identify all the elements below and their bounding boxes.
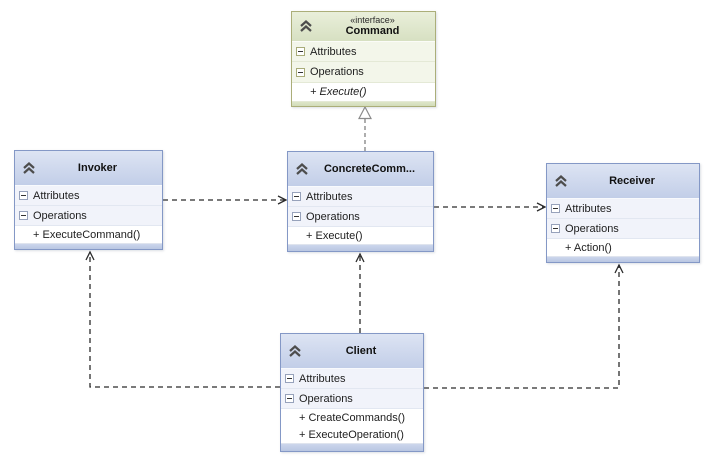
attributes-label: Attributes <box>310 45 357 58</box>
stereotype-label: «interface» <box>350 15 395 25</box>
class-header-receiver[interactable]: Receiver <box>547 164 699 199</box>
class-title: Invoker <box>77 161 118 174</box>
collapse-double-chevron-icon[interactable] <box>20 160 38 176</box>
operations-label: Operations <box>33 209 87 222</box>
realization-arrow-concretecommand-to-command[interactable] <box>358 105 372 151</box>
box-footer-strip <box>288 244 433 251</box>
attributes-compartment[interactable]: Attributes <box>292 42 435 62</box>
class-box-client[interactable]: Client Attributes Operations + CreateCom… <box>280 333 424 452</box>
operation-item[interactable]: + Execute() <box>292 83 435 101</box>
box-footer-strip <box>15 243 162 249</box>
class-header-concrete-command[interactable]: ConcreteComm... <box>288 152 433 187</box>
minus-box-icon[interactable] <box>296 47 305 56</box>
attributes-label: Attributes <box>299 372 346 385</box>
attributes-compartment[interactable]: Attributes <box>547 199 699 219</box>
minus-box-icon[interactable] <box>292 212 301 221</box>
operation-item[interactable]: + ExecuteOperation() <box>281 426 423 443</box>
class-title: ConcreteComm... <box>323 162 416 175</box>
class-box-receiver[interactable]: Receiver Attributes Operations + Action(… <box>546 163 700 263</box>
operations-label: Operations <box>310 66 364 78</box>
operation-item[interactable]: + CreateCommands() <box>281 409 423 426</box>
minus-box-icon[interactable] <box>551 204 560 213</box>
class-box-concrete-command[interactable]: ConcreteComm... Attributes Operations + … <box>287 151 434 252</box>
operations-compartment[interactable]: Operations <box>547 219 699 239</box>
attributes-label: Attributes <box>306 190 353 203</box>
minus-box-icon[interactable] <box>285 374 294 383</box>
box-footer-strip <box>292 101 435 106</box>
class-header-invoker[interactable]: Invoker <box>15 151 162 186</box>
class-title: Client <box>345 344 377 357</box>
collapse-double-chevron-icon[interactable] <box>297 19 315 35</box>
attributes-compartment[interactable]: Attributes <box>288 187 433 207</box>
box-footer-strip <box>547 256 699 262</box>
operations-label: Operations <box>565 222 619 235</box>
operation-item[interactable]: + ExecuteCommand() <box>15 226 162 243</box>
dependency-arrow-client-to-concretecommand[interactable] <box>355 252 365 333</box>
dependency-arrow-client-to-receiver[interactable] <box>424 263 624 389</box>
minus-box-icon[interactable] <box>19 211 28 220</box>
operations-compartment[interactable]: Operations <box>281 389 423 409</box>
attributes-compartment[interactable]: Attributes <box>15 186 162 206</box>
collapse-double-chevron-icon[interactable] <box>286 343 304 359</box>
operations-compartment[interactable]: Operations <box>292 62 435 83</box>
operations-compartment[interactable]: Operations <box>15 206 162 226</box>
class-box-command[interactable]: «interface» Command Attributes Operation… <box>291 11 436 107</box>
minus-box-icon[interactable] <box>296 67 305 77</box>
attributes-compartment[interactable]: Attributes <box>281 369 423 389</box>
operations-compartment[interactable]: Operations <box>288 207 433 227</box>
operations-label: Operations <box>306 210 360 223</box>
class-header-client[interactable]: Client <box>281 334 423 369</box>
dependency-arrow-client-to-invoker[interactable] <box>85 250 280 388</box>
class-box-invoker[interactable]: Invoker Attributes Operations + ExecuteC… <box>14 150 163 250</box>
minus-box-icon[interactable] <box>551 224 560 233</box>
box-footer-strip <box>281 443 423 451</box>
operation-item[interactable]: + Action() <box>547 239 699 256</box>
attributes-label: Attributes <box>565 202 612 215</box>
minus-box-icon[interactable] <box>292 192 301 201</box>
minus-box-icon[interactable] <box>19 191 28 200</box>
dependency-arrow-invoker-to-concretecommand[interactable] <box>163 195 288 205</box>
operations-label: Operations <box>299 392 353 405</box>
minus-box-icon[interactable] <box>285 394 294 403</box>
class-header-command[interactable]: «interface» Command <box>292 12 435 42</box>
class-title: Command <box>345 25 400 38</box>
dependency-arrow-concretecommand-to-receiver[interactable] <box>434 202 547 212</box>
collapse-double-chevron-icon[interactable] <box>552 173 570 189</box>
attributes-label: Attributes <box>33 189 80 202</box>
class-title: Receiver <box>609 174 655 187</box>
operation-item[interactable]: + Execute() <box>288 227 433 244</box>
collapse-double-chevron-icon[interactable] <box>293 161 311 177</box>
